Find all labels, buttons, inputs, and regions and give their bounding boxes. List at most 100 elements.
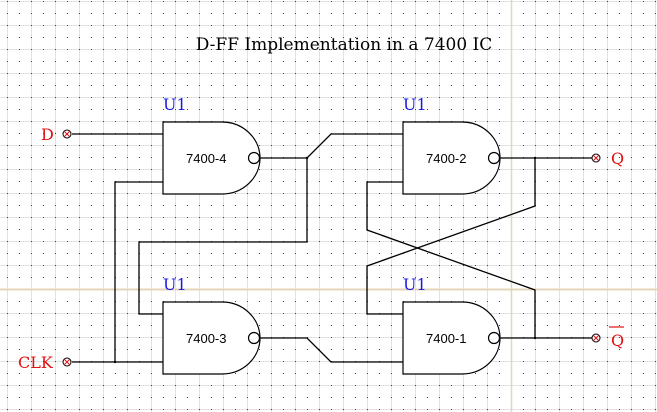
- grid-dot: [571, 241, 572, 242]
- grid-dot: [67, 409, 68, 410]
- grid-dot: [499, 133, 500, 134]
- grid-dot: [127, 217, 128, 218]
- grid-dot: [295, 217, 296, 218]
- grid-dot: [19, 61, 20, 62]
- port-qbar[interactable]: Q: [591, 326, 624, 350]
- grid-dot: [571, 145, 572, 146]
- grid-dot: [355, 145, 356, 146]
- grid-dot: [43, 193, 44, 194]
- grid-dot: [451, 73, 452, 74]
- gate-name-label: 7400-1: [426, 331, 466, 346]
- grid-dot: [103, 145, 104, 146]
- grid-dot: [607, 49, 608, 50]
- grid-dot: [91, 157, 92, 158]
- grid-dot: [427, 277, 428, 278]
- nand-gate-7400-3[interactable]: U1 7400-3: [162, 275, 261, 375]
- nand-gate-7400-1[interactable]: U1 7400-1: [402, 275, 501, 375]
- grid-dot: [151, 49, 152, 50]
- grid-dot: [19, 397, 20, 398]
- grid-dot: [175, 97, 176, 98]
- nand-gate-body: [162, 121, 261, 195]
- grid-dot: [655, 373, 656, 374]
- grid-dot: [499, 1, 500, 2]
- grid-dot: [103, 157, 104, 158]
- grid-dot: [259, 265, 260, 266]
- grid-dot: [7, 61, 8, 62]
- grid-dot: [619, 373, 620, 374]
- grid-dot: [115, 1, 116, 2]
- grid-dot: [211, 205, 212, 206]
- grid-dot: [187, 409, 188, 410]
- grid-dot: [607, 373, 608, 374]
- grid-dot: [607, 277, 608, 278]
- grid-dot: [607, 397, 608, 398]
- grid-dot: [403, 37, 404, 38]
- nand-gate-7400-2[interactable]: U1 7400-2: [402, 95, 501, 195]
- grid-dot: [7, 313, 8, 314]
- grid-dot: [367, 73, 368, 74]
- grid-dot: [55, 37, 56, 38]
- grid-dot: [139, 157, 140, 158]
- grid-dot: [127, 337, 128, 338]
- grid-dot: [235, 217, 236, 218]
- grid-dot: [43, 109, 44, 110]
- port-clk[interactable]: CLK: [18, 353, 72, 372]
- grid-dot: [523, 301, 524, 302]
- grid-dot: [475, 73, 476, 74]
- grid-dot: [595, 133, 596, 134]
- grid-dot: [271, 373, 272, 374]
- grid-dot: [487, 193, 488, 194]
- grid-dot: [355, 37, 356, 38]
- grid-dot: [235, 385, 236, 386]
- grid-dot: [151, 157, 152, 158]
- wire-q-feedback[interactable]: [366, 158, 536, 315]
- port-d[interactable]: D: [41, 125, 72, 144]
- grid-dot: [403, 73, 404, 74]
- grid-dot: [403, 97, 404, 98]
- grid-dot: [463, 205, 464, 206]
- grid-dot: [67, 169, 68, 170]
- grid-dot: [163, 397, 164, 398]
- grid-dot: [211, 253, 212, 254]
- grid-dot: [235, 193, 236, 194]
- grid-dot: [271, 325, 272, 326]
- grid-dot: [31, 241, 32, 242]
- grid-dot: [583, 121, 584, 122]
- grid-dot: [67, 145, 68, 146]
- grid-dot: [379, 205, 380, 206]
- grid-dot: [343, 217, 344, 218]
- grid-dot: [295, 349, 296, 350]
- grid-dot: [475, 385, 476, 386]
- grid-dot: [295, 325, 296, 326]
- wire-g4-to-g2[interactable]: [260, 133, 403, 159]
- grid-dot: [547, 61, 548, 62]
- grid-dot: [619, 49, 620, 50]
- grid-dot: [643, 325, 644, 326]
- nand-gate-7400-4[interactable]: U1 7400-4: [162, 95, 261, 195]
- grid-dot: [427, 61, 428, 62]
- grid-dot: [319, 133, 320, 134]
- grid-dot: [535, 397, 536, 398]
- grid-dot: [583, 253, 584, 254]
- wire-g4-to-g3[interactable]: [138, 158, 308, 315]
- grid-dot: [487, 13, 488, 14]
- grid-dot: [595, 265, 596, 266]
- grid-dot: [211, 13, 212, 14]
- port-q[interactable]: Q: [591, 149, 624, 168]
- grid-dot: [91, 277, 92, 278]
- grid-dot: [631, 73, 632, 74]
- grid-dot: [187, 61, 188, 62]
- grid-dot: [271, 229, 272, 230]
- grid-dot: [43, 361, 44, 362]
- grid-dot: [295, 361, 296, 362]
- grid-dot: [223, 13, 224, 14]
- wire-g3-to-g1[interactable]: [260, 337, 403, 363]
- grid-dot: [595, 145, 596, 146]
- grid-dot: [307, 409, 308, 410]
- grid-dot: [259, 217, 260, 218]
- wire-clk-to-g4[interactable]: [114, 181, 163, 362]
- grid-dot: [55, 349, 56, 350]
- wire-qbar-feedback[interactable]: [366, 181, 536, 338]
- grid-dot: [211, 85, 212, 86]
